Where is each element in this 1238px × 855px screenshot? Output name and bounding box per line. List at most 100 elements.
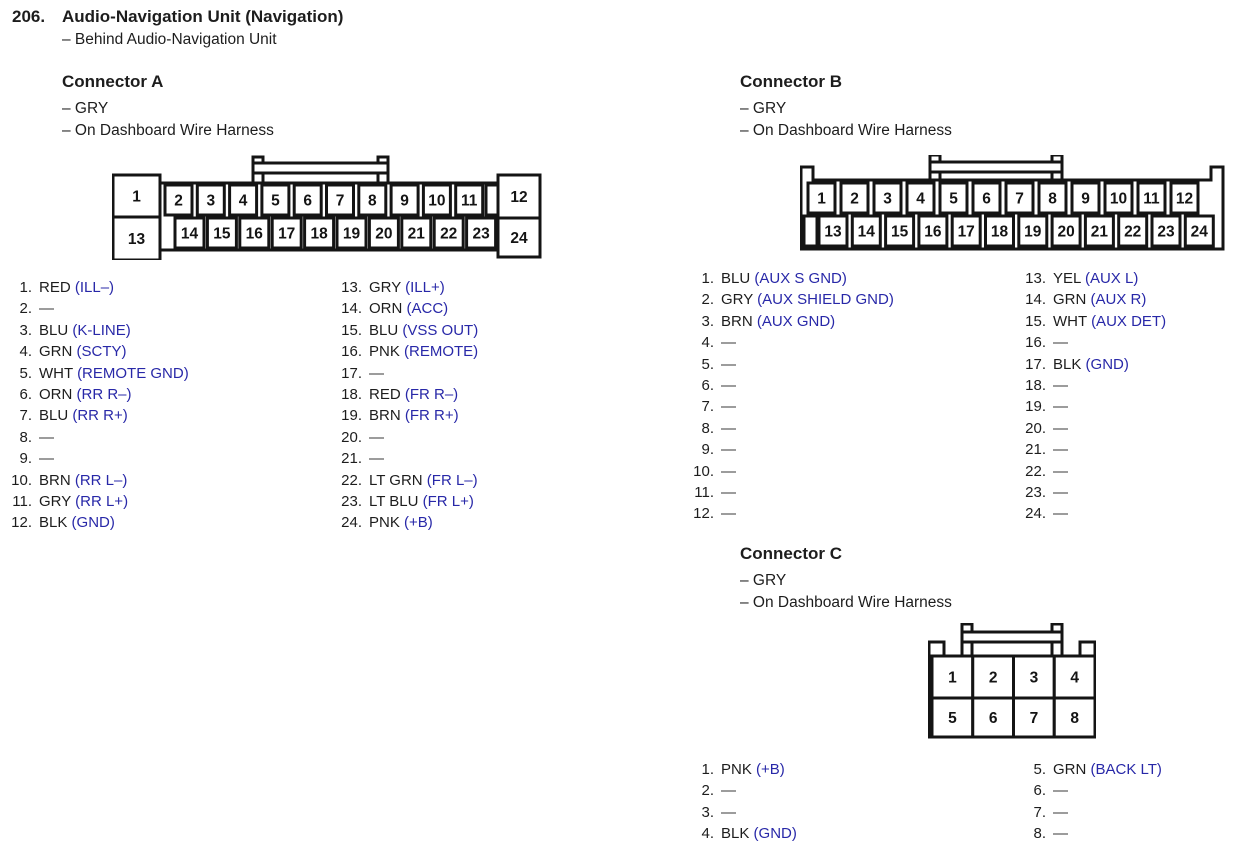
pin-number: 4. [701, 334, 714, 352]
signal-name: (GND) [71, 514, 115, 532]
pin-box [432, 216, 465, 250]
pin-box [400, 216, 433, 250]
pin-box [1183, 214, 1215, 248]
pin-value: RED (FR R–) [369, 386, 458, 403]
pin-value: — [721, 377, 736, 394]
pin-number: 5. [1033, 761, 1046, 778]
location-note: – Behind Audio-Navigation Unit [62, 31, 277, 48]
signal-name: (AUX SHIELD GND) [757, 291, 894, 309]
signal-name: (FR L+) [422, 492, 474, 510]
wire-color: — [721, 355, 736, 373]
pin-value: — [1053, 377, 1068, 394]
pin-box-number: 16 [924, 224, 942, 241]
pin-box [195, 183, 226, 217]
pin-list-item: 1.BLU (AUX S GND) [688, 268, 894, 289]
pin-number: 18. [1025, 376, 1046, 394]
pin-value: — [1053, 804, 1068, 821]
pin-box-number: 15 [213, 226, 231, 243]
signal-name: (ACC) [406, 300, 449, 318]
pin-box-number: 22 [1124, 224, 1141, 241]
pin-box-number: 5 [271, 193, 280, 210]
pin-list-item: 13.GRY (ILL+) [338, 277, 478, 298]
pin-number: 7. [19, 407, 32, 425]
pin-list-item: 6.— [1022, 780, 1162, 801]
pin-box-number: 3 [206, 193, 215, 210]
pin-list-item: 23.LT BLU (FR L+) [338, 491, 478, 512]
pin-list-item: 2.GRY (AUX SHIELD GND) [688, 289, 894, 310]
pin-box [163, 183, 194, 217]
pin-box [930, 654, 975, 700]
pin-box-number: 15 [891, 224, 909, 241]
pin-list-item: 21.— [338, 448, 478, 469]
pin-list-item: 17.BLK (GND) [1022, 354, 1166, 375]
pin-box-number: 19 [1024, 224, 1042, 241]
pin-list-item: 7.— [688, 396, 894, 417]
wire-color: — [369, 450, 384, 468]
pin-list-item: 6.ORN (RR R–) [10, 384, 189, 405]
pin-value: — [1053, 782, 1068, 799]
pin-box-number: 18 [310, 226, 328, 243]
pin-box-number: 6 [989, 710, 998, 727]
pin-number: 20. [1025, 419, 1046, 437]
signal-name: (AUX L) [1084, 270, 1139, 287]
pin-list-item: 19.BRN (FR R+) [338, 405, 478, 426]
pin-box-number: 17 [278, 226, 295, 243]
pin-box-number: 4 [1070, 670, 1079, 687]
signal-name: (REMOTE GND) [77, 364, 189, 382]
wire-color: BLU [369, 321, 399, 339]
signal-name: (FR R–) [404, 385, 459, 403]
pin-value: — [721, 334, 736, 351]
pin-box-number: 5 [949, 191, 958, 208]
pin-box [111, 173, 162, 219]
pin-box-number: 10 [1110, 191, 1127, 208]
pin-list-item: 21.— [1022, 439, 1166, 460]
connector-b-header: Connector B – GRY – On Dashboard Wire Ha… [740, 72, 952, 141]
pin-number: 23. [341, 492, 362, 510]
pin-number: 16. [1025, 334, 1046, 352]
connector-c-pin-list-left: 1.PNK (+B)2.—3.—4.BLK (GND) [688, 759, 797, 845]
pin-box-number: 21 [408, 226, 426, 243]
pin-number: 9. [701, 441, 714, 459]
pin-box [270, 216, 303, 250]
pin-box-number: 16 [246, 226, 264, 243]
pin-value: PNK (REMOTE) [369, 343, 478, 360]
pin-box [238, 216, 271, 250]
pin-list-item: 6. — [688, 375, 894, 396]
pin-value: GRY (ILL+) [369, 279, 445, 296]
pin-value: BRN (RR L–) [39, 472, 127, 489]
pin-number: 12. [11, 514, 32, 532]
pin-list-item: 7.— [1022, 802, 1162, 823]
pin-number: 1. [19, 279, 32, 296]
pin-number: 4. [701, 825, 714, 843]
wire-color: — [1053, 803, 1068, 821]
pin-box [905, 181, 936, 215]
pin-box-number: 3 [1030, 670, 1039, 687]
pin-list-item: 4. — [688, 332, 894, 353]
wire-color: — [1053, 398, 1068, 416]
pin-box [454, 183, 485, 217]
pin-box [357, 183, 388, 217]
pin-value: BLU (VSS OUT) [369, 322, 478, 339]
wire-color: — [39, 300, 54, 318]
pin-box [1070, 181, 1101, 215]
pin-number: 11. [12, 492, 32, 510]
pin-list-item: 14.ORN (ACC) [338, 298, 478, 319]
latch-bar [928, 160, 1064, 174]
pin-value: — [1053, 484, 1068, 501]
signal-name: (BACK LT) [1090, 761, 1162, 778]
wire-color: RED [39, 279, 71, 296]
pin-number: 6. [701, 376, 714, 394]
wire-color: — [1053, 376, 1068, 394]
pin-box-number: 8 [368, 193, 377, 210]
pin-value: YEL (AUX L) [1053, 270, 1138, 287]
pin-list-item: 15.WHT (AUX DET) [1022, 311, 1166, 332]
pin-value: BLK (GND) [721, 825, 797, 842]
pin-box [325, 183, 355, 217]
pin-list-item: 14.GRN (AUX R) [1022, 289, 1166, 310]
pin-list-item: 9.— [10, 448, 189, 469]
pin-box [971, 696, 1015, 739]
pin-box [389, 183, 420, 217]
pin-list-item: 13.YEL (AUX L) [1022, 268, 1166, 289]
